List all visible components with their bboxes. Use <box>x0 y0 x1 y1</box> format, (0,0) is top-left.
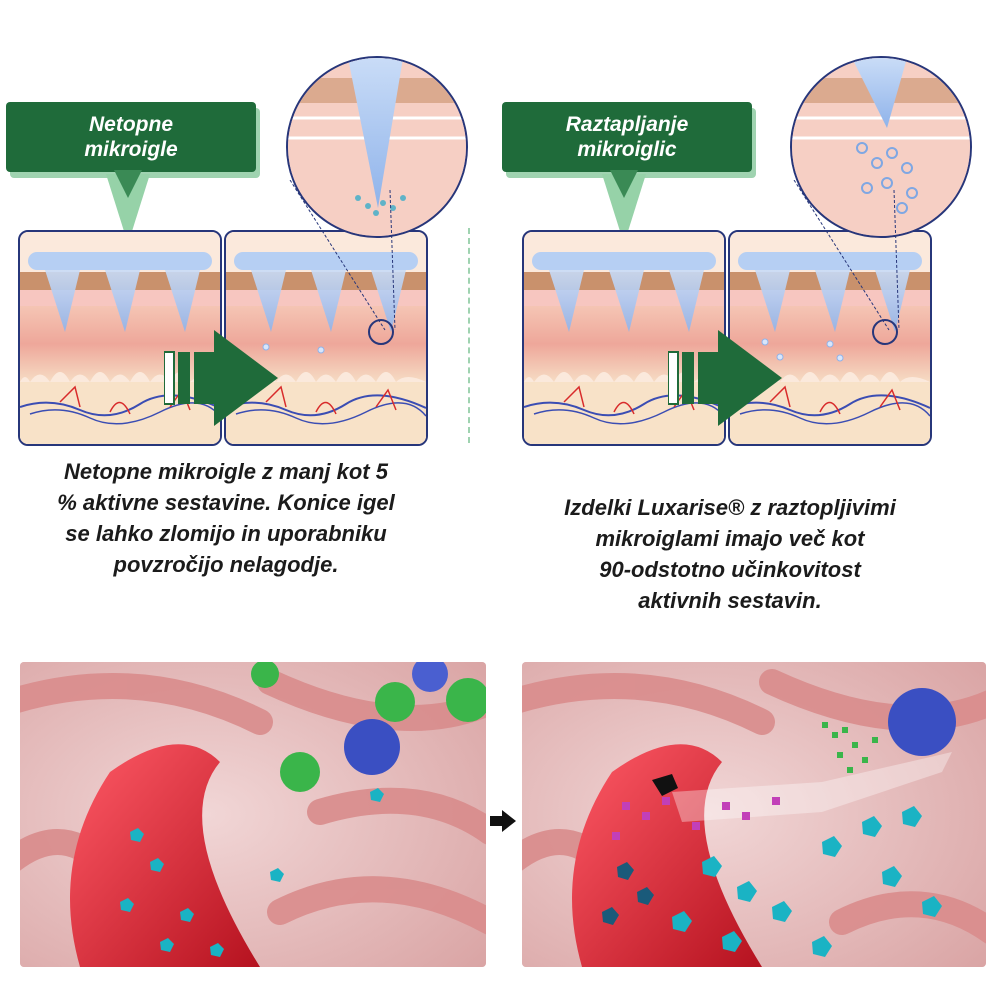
dissolving-label: Raztapljanje mikroiglic <box>502 102 752 172</box>
skin-panel-after <box>224 230 428 446</box>
pointer-inner-icon <box>610 170 638 198</box>
blood-vessel-image-after <box>522 662 986 967</box>
arrow-right-icon <box>490 810 516 832</box>
magnifier-icon <box>790 56 972 238</box>
skin-panel-before <box>522 230 726 446</box>
zoom-lines <box>289 180 396 331</box>
pointer-inner-icon <box>114 170 142 198</box>
magnifier-icon <box>286 56 468 238</box>
dissolving-caption: Izdelki Luxarise® z raztopljivimi mikroi… <box>564 495 896 613</box>
skin-panel-after <box>728 230 932 446</box>
zoom-lines <box>793 180 900 331</box>
arrow-right-icon <box>668 330 782 426</box>
right-column: Raztapljanje mikroiglic <box>500 0 1000 640</box>
blood-vessel-image-before <box>20 662 486 967</box>
column-divider <box>468 228 470 443</box>
left-column: Netopne mikroigle <box>0 0 500 640</box>
insoluble-caption: Netopne mikroigle z manj kot 5 % aktivne… <box>57 459 395 577</box>
arrow-right-icon <box>164 330 278 426</box>
skin-panel-before <box>18 230 222 446</box>
insoluble-label: Netopne mikroigle <box>6 102 256 172</box>
